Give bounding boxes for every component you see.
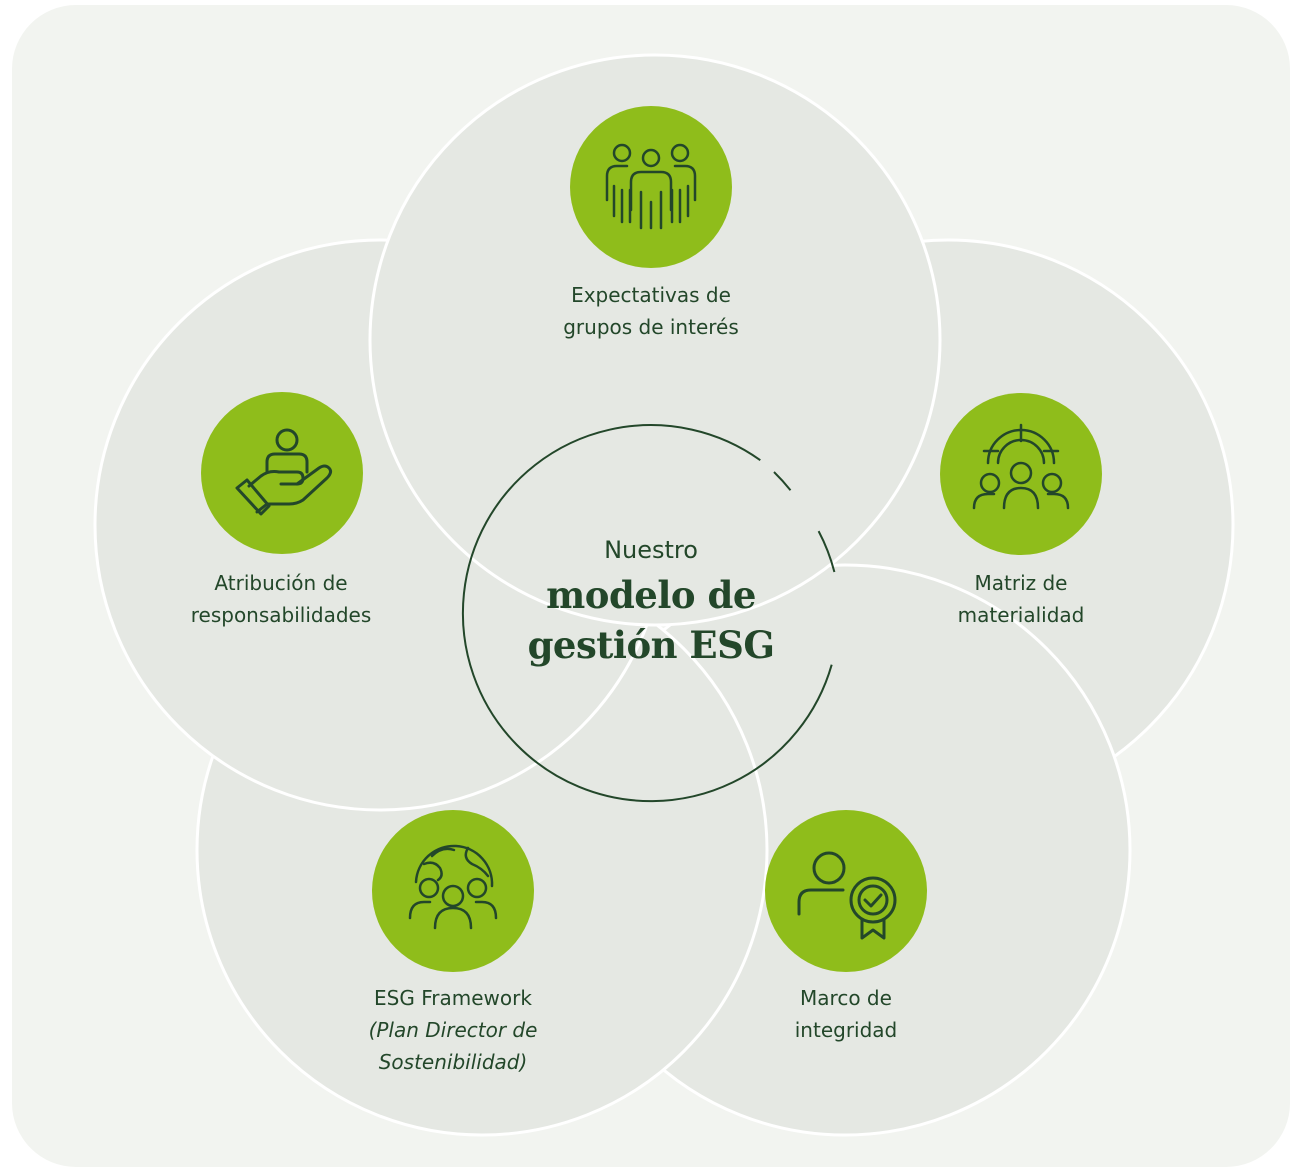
label-materiality-line1: Matriz de [974, 571, 1068, 595]
hand-person-icon [201, 392, 363, 554]
label-integrity-line1: Marco de [800, 986, 892, 1010]
globe-people-icon [372, 810, 534, 972]
target-people-icon [940, 393, 1102, 555]
center-ring [461, 424, 836, 803]
center-ring-arc-dash-1 [773, 471, 792, 491]
label-stakeholders-line2: grupos de interés [563, 315, 739, 339]
label-stakeholders: Expectativas de grupos de interés [500, 279, 802, 343]
label-integrity-line2: integridad [794, 1018, 898, 1042]
label-framework-line3: Sostenibilidad) [378, 1050, 528, 1074]
label-materiality-line2: materialidad [957, 603, 1085, 627]
label-integrity: Marco de integridad [725, 982, 967, 1046]
label-materiality: Matriz de materialidad [900, 567, 1142, 631]
label-responsibility-line2: responsabilidades [190, 603, 372, 627]
center-ring-arc-dash-2 [817, 530, 836, 573]
label-responsibility-line1: Atribución de [214, 571, 348, 595]
label-framework: ESG Framework (Plan Director de Sostenib… [313, 982, 593, 1078]
center-title-line1: Nuestro [604, 536, 698, 564]
label-stakeholders-line1: Expectativas de [571, 283, 731, 307]
person-badge-icon [765, 810, 927, 972]
center-title-line3: gestión ESG [527, 623, 775, 667]
center-ring-arc-main [461, 424, 833, 803]
center-title: Nuestro modelo de gestión ESG [466, 530, 836, 670]
center-title-line2: modelo de [546, 573, 756, 617]
stakeholders-group-icon [570, 106, 732, 268]
label-framework-line2: (Plan Director de [368, 1018, 538, 1042]
petal-top [368, 53, 942, 627]
label-framework-line1: ESG Framework [374, 986, 532, 1010]
label-responsibility: Atribución de responsabilidades [150, 567, 412, 631]
